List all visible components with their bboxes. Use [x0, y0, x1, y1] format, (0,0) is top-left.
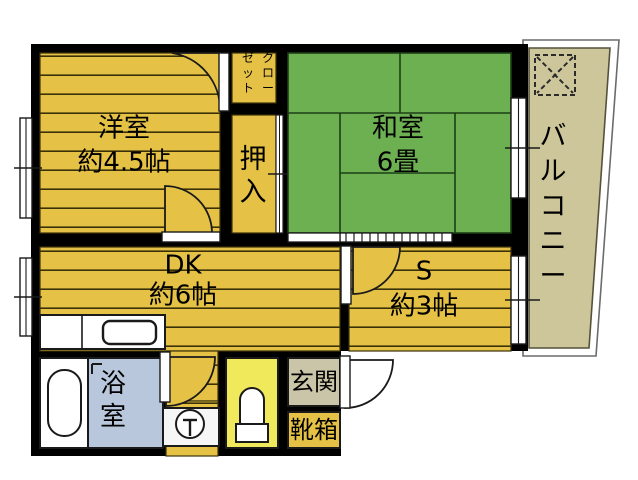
- hallway-door-jamb: [159, 351, 171, 403]
- balcony-label-char3: コ: [540, 191, 567, 222]
- balcony-sliding-door-upper: [505, 97, 540, 199]
- fusuma-sliding-door: [287, 232, 453, 243]
- bathroom-floor: [87, 357, 164, 449]
- service-room-door-jamb: [340, 245, 352, 305]
- japanese-room-label: 和室: [372, 114, 424, 144]
- ac-unit-icon: [534, 54, 576, 96]
- western-room-door-swing: [164, 185, 213, 234]
- closet-label-col2: ゼット: [242, 51, 254, 95]
- tatami-seams: [288, 53, 511, 233]
- japanese-room: 和室 6畳: [287, 52, 512, 234]
- door-jambs: [159, 52, 352, 409]
- closet-floor: [231, 52, 277, 104]
- entrance-door-jamb: [339, 355, 351, 409]
- balcony-label-group: ル コ ニ ー: [540, 156, 567, 292]
- oshiire-label: 押入: [240, 144, 267, 208]
- entrance: 玄関 靴箱: [287, 357, 341, 449]
- toilet-tank-icon: [235, 423, 269, 443]
- balcony-label-char4: ニ: [540, 226, 567, 257]
- dining-kitchen-label: DK: [164, 251, 202, 281]
- shoe-box-label: 靴箱: [290, 416, 338, 444]
- toilet: [225, 357, 279, 449]
- bathtub-icon: [47, 369, 82, 437]
- western-room-label: 洋室: [98, 114, 150, 144]
- sink-basin-icon: [101, 319, 158, 346]
- washbasin: [162, 407, 220, 447]
- balcony-area: バ: [522, 39, 620, 357]
- closet-door-jamb: [218, 52, 230, 112]
- hallway-door-swing: [165, 356, 216, 407]
- sliding-panel: [287, 232, 341, 243]
- service-room-size: 約3帖: [390, 292, 459, 322]
- oshiire: 押入: [231, 114, 296, 234]
- entrance-label: 玄関: [290, 368, 338, 396]
- balcony-label-char5: ー: [540, 261, 567, 292]
- service-room-label: S: [416, 257, 433, 287]
- balcony-label-1: バ: [540, 121, 567, 152]
- closet: クロー ゼット: [231, 51, 277, 104]
- bathroom-label-1: 浴室: [100, 369, 126, 432]
- service-room-door-swing: [352, 246, 401, 295]
- shoe-box-floor: [287, 411, 341, 449]
- japanese-room-size: 6畳: [377, 148, 420, 178]
- balcony-floor: [528, 47, 611, 349]
- windows: [14, 97, 540, 345]
- west-window-dk: [14, 257, 42, 337]
- closet-label-col1: クロー: [262, 51, 274, 95]
- dining-kitchen-size: 約6帖: [149, 281, 218, 311]
- kitchen-sink-counter: [39, 314, 166, 350]
- west-window-western-room: [14, 117, 42, 219]
- bathroom: 浴室: [39, 357, 164, 449]
- western-room-door-jamb: [161, 231, 221, 243]
- balcony-sliding-door-lower: [505, 255, 540, 345]
- western-room-size: 約4.5帖: [77, 148, 170, 178]
- balcony-label-char2: ル: [540, 156, 567, 187]
